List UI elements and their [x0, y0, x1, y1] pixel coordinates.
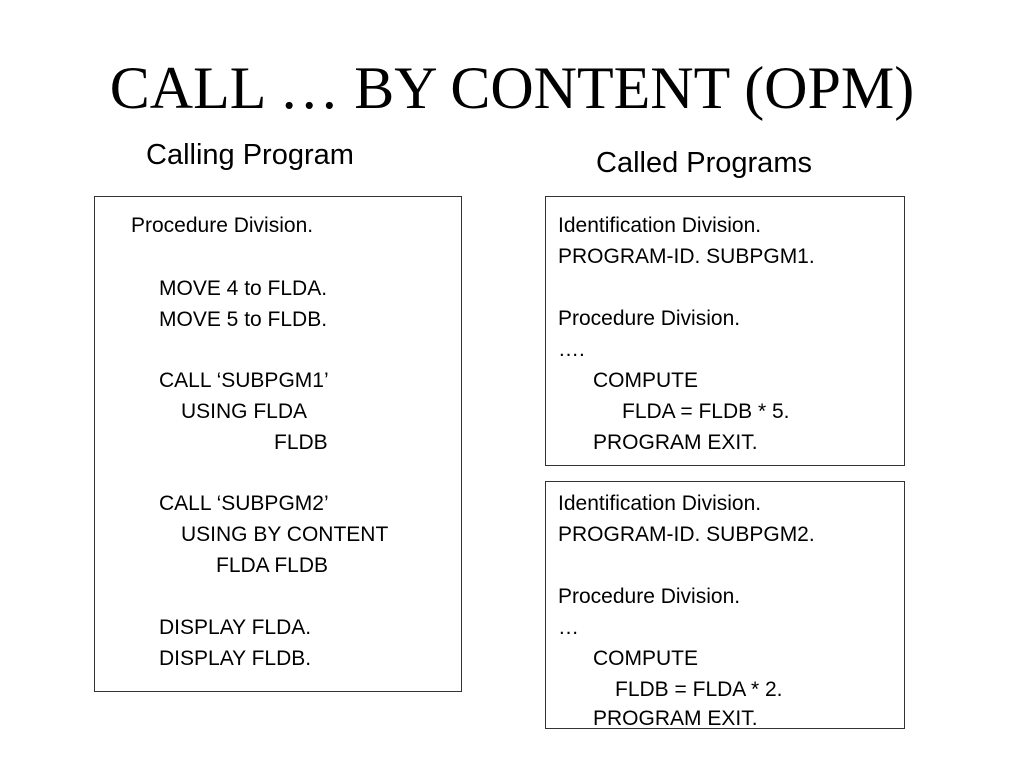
code-line: MOVE 5 to FLDB.	[159, 308, 328, 331]
code-line: USING BY CONTENT	[181, 523, 389, 546]
code-line: CALL ‘SUBPGM2’	[159, 492, 329, 515]
code-line: FLDB	[274, 431, 328, 454]
code-line: CALL ‘SUBPGM1’	[159, 369, 329, 392]
code-line: COMPUTE	[593, 369, 698, 392]
code-line: DISPLAY FLDB.	[159, 647, 312, 670]
called-programs-heading: Called Programs	[596, 147, 812, 179]
code-line: Identification Division.	[558, 214, 762, 237]
code-line: ….	[558, 338, 585, 361]
code-line: DISPLAY FLDA.	[159, 616, 312, 639]
code-line: PROGRAM EXIT.	[593, 431, 758, 454]
code-line: Identification Division.	[558, 492, 762, 515]
code-line: …	[558, 616, 579, 639]
code-line: PROGRAM EXIT.	[593, 707, 758, 730]
subpgm2-box: Identification Division. PROGRAM-ID. SUB…	[545, 481, 905, 730]
code-line: Procedure Division.	[558, 585, 741, 608]
code-line: PROGRAM-ID. SUBPGM1.	[558, 245, 815, 268]
code-line: COMPUTE	[593, 647, 698, 670]
code-line: USING FLDA	[181, 400, 308, 423]
code-line: Procedure Division.	[131, 214, 314, 237]
code-line: PROGRAM-ID. SUBPGM2.	[558, 523, 815, 546]
code-line: FLDA = FLDB * 5.	[622, 400, 790, 423]
code-line: FLDA FLDB	[216, 554, 329, 577]
subpgm1-box: Identification Division. PROGRAM-ID. SUB…	[545, 196, 905, 466]
slide-title: CALL … BY CONTENT (OPM)	[109, 55, 915, 121]
calling-program-heading: Calling Program	[146, 139, 354, 171]
code-line: FLDB = FLDA * 2.	[615, 678, 783, 701]
calling-program-box: Procedure Division. MOVE 4 to FLDA. MOVE…	[94, 196, 462, 692]
code-line: Procedure Division.	[558, 307, 741, 330]
code-line: MOVE 4 to FLDA.	[159, 277, 328, 300]
